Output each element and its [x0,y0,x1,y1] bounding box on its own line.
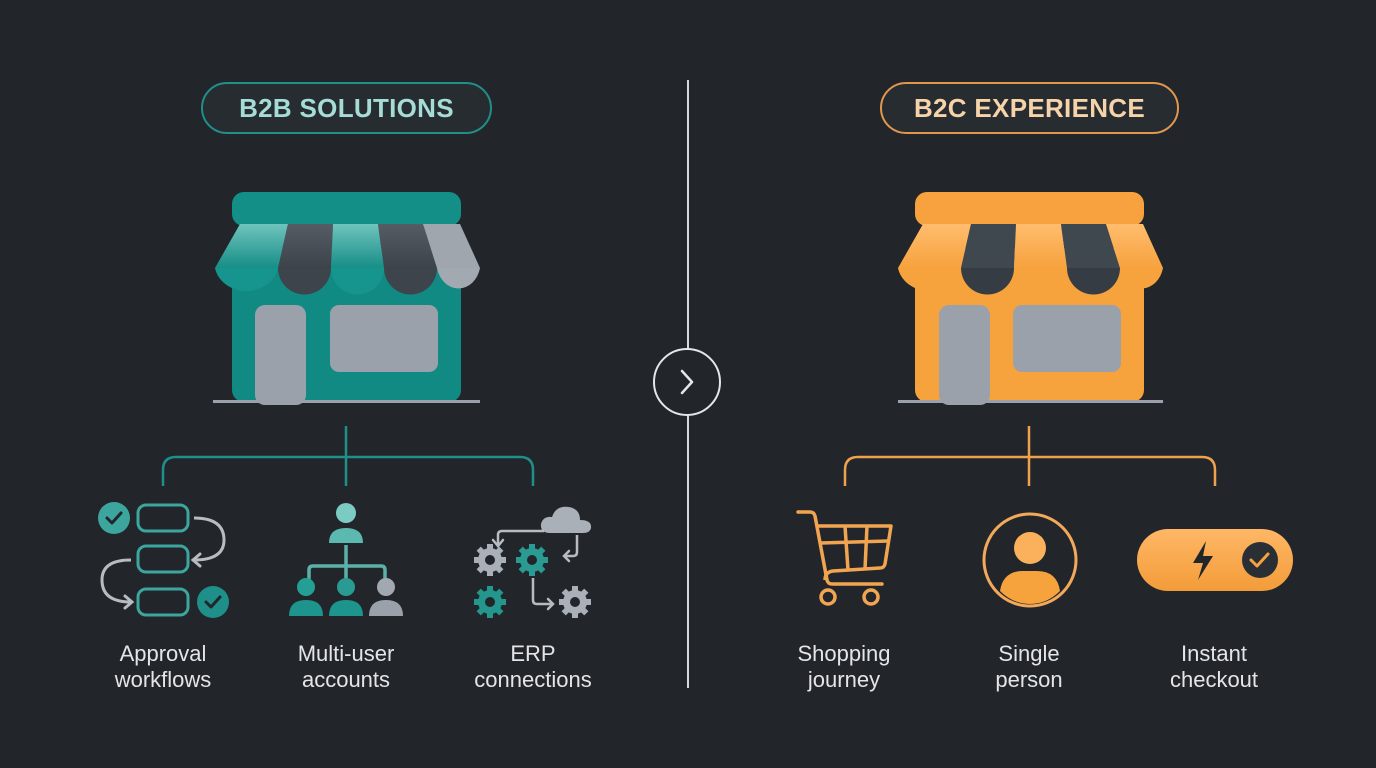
next-arrow-button[interactable] [653,348,721,416]
b2b-title-badge: B2B SOLUTIONS [201,82,492,134]
chevron-right-icon [680,369,694,395]
b2c-title-badge: B2C EXPERIENCE [880,82,1179,134]
feature-label-multi-user-accounts: Multi-user accounts [297,641,395,692]
approval-workflow-icon [96,500,236,620]
b2b-storefront-icon [210,188,485,408]
user-circle-icon [981,511,1079,609]
b2c-title: B2C EXPERIENCE [913,92,1146,123]
instant-checkout-icon [1136,528,1294,592]
feature-label-erp-connections: ERP connections [474,641,592,692]
feature-label-shopping-journey: Shopping journey [797,641,891,692]
org-chart-users-icon [285,500,410,620]
shopping-cart-icon [794,508,899,608]
b2c-tree-connector [842,424,1222,488]
feature-label-approval-workflows: Approval workflows [114,641,212,692]
feature-label-single-person: Single person [995,641,1063,692]
b2b-tree-connector [160,424,540,488]
cloud-gears-icon [470,500,600,625]
b2c-storefront-icon [893,188,1168,408]
feature-label-instant-checkout: Instant checkout [1169,641,1259,692]
b2b-title: B2B SOLUTIONS [239,92,454,123]
